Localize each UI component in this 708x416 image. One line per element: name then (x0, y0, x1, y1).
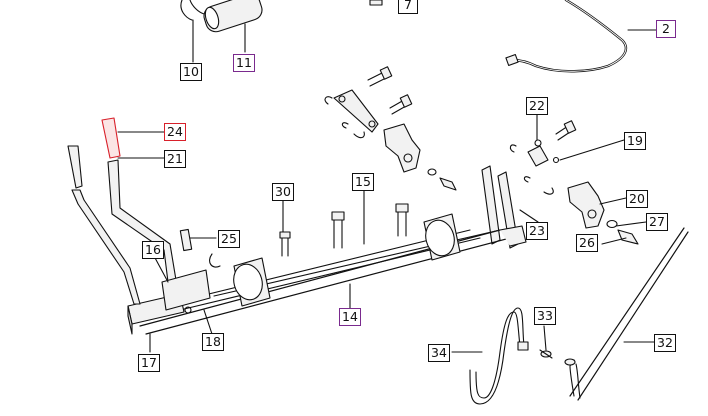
callout-7[interactable]: 7 (398, 0, 418, 14)
hydraulic-cylinder (180, 0, 383, 63)
callout-26[interactable]: 26 (576, 234, 598, 252)
callout-14[interactable]: 14 (339, 308, 361, 326)
callout-27[interactable]: 27 (646, 213, 668, 231)
callout-20[interactable]: 20 (626, 190, 648, 208)
callout-22[interactable]: 22 (526, 97, 548, 115)
hydraulic-pipe (505, 0, 657, 73)
callout-15[interactable]: 15 (352, 173, 374, 191)
callout-34[interactable]: 34 (428, 344, 450, 362)
standing-bolts (279, 203, 409, 257)
callout-18[interactable]: 18 (202, 333, 224, 351)
callout-25[interactable]: 25 (218, 230, 240, 248)
main-shaft-assembly (127, 189, 527, 335)
callout-24[interactable]: 24 (164, 123, 186, 141)
callout-33[interactable]: 33 (534, 307, 556, 325)
callout-21[interactable]: 21 (164, 150, 186, 168)
callout-10[interactable]: 10 (180, 63, 202, 81)
callout-19[interactable]: 19 (624, 132, 646, 150)
callout-2[interactable]: 2 (656, 20, 676, 38)
callout-11[interactable]: 11 (233, 54, 255, 72)
callout-17[interactable]: 17 (138, 354, 160, 372)
callout-30[interactable]: 30 (272, 183, 294, 201)
control-levers (67, 117, 221, 353)
bottom-rods (451, 227, 689, 405)
callout-23[interactable]: 23 (526, 222, 548, 240)
callout-32[interactable]: 32 (654, 334, 676, 352)
callout-16[interactable]: 16 (142, 241, 164, 259)
upper-linkage-parts (324, 66, 457, 191)
